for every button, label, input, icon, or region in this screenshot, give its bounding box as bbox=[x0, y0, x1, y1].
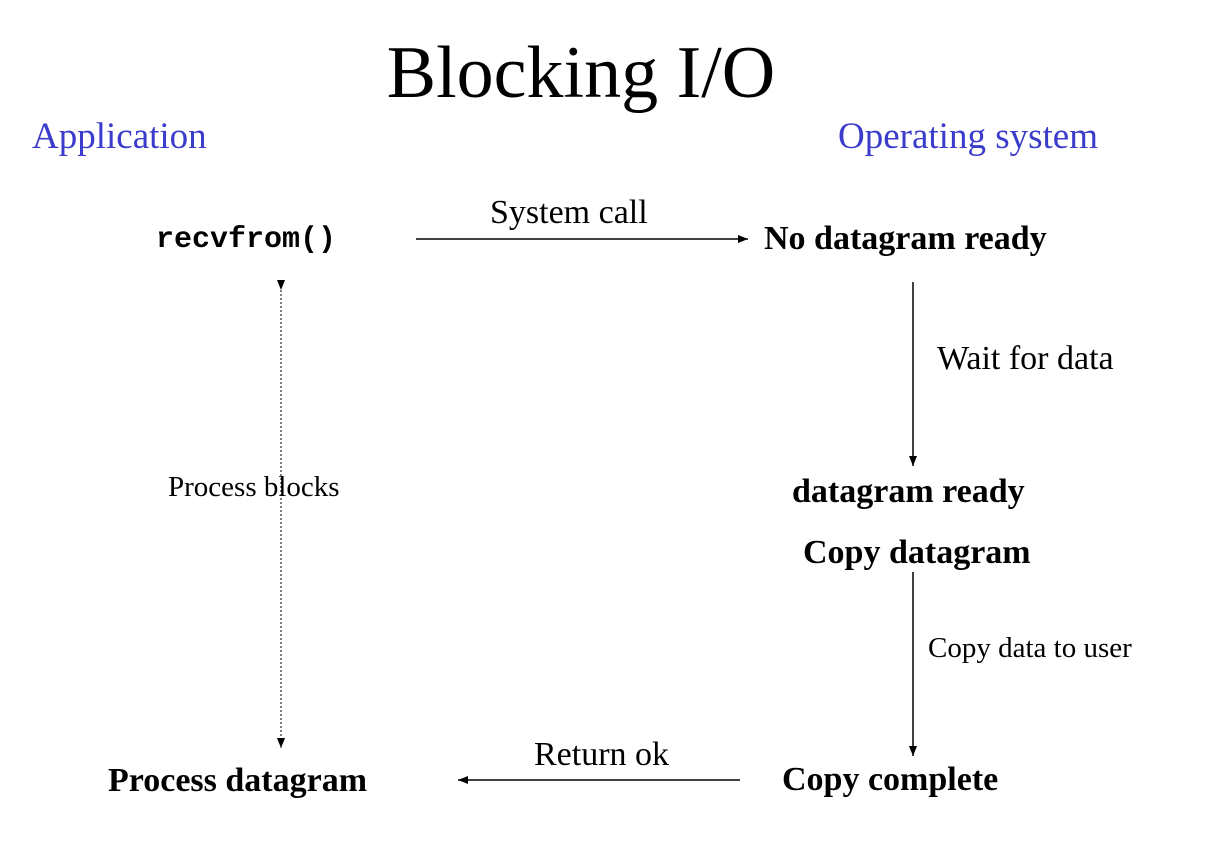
datagram-ready-node: datagram ready bbox=[792, 473, 1025, 510]
application-column-heading: Application bbox=[32, 116, 207, 157]
copy-complete-node: Copy complete bbox=[782, 761, 999, 798]
wait-for-data-edge-label: Wait for data bbox=[937, 340, 1114, 377]
process-blocks-edge-label: Process blocks bbox=[168, 471, 340, 503]
recvfrom-node: recvfrom() bbox=[156, 223, 337, 257]
return-ok-edge-label: Return ok bbox=[534, 736, 670, 773]
diagram-title: Blocking I/O bbox=[386, 32, 776, 114]
copy-data-to-user-edge-label: Copy data to user bbox=[928, 632, 1132, 664]
operating-system-column-heading: Operating system bbox=[838, 116, 1098, 157]
process-datagram-node: Process datagram bbox=[108, 762, 368, 799]
system-call-edge-label: System call bbox=[490, 194, 648, 231]
copy-datagram-node: Copy datagram bbox=[803, 534, 1031, 571]
no-datagram-ready-node: No datagram ready bbox=[764, 220, 1047, 257]
